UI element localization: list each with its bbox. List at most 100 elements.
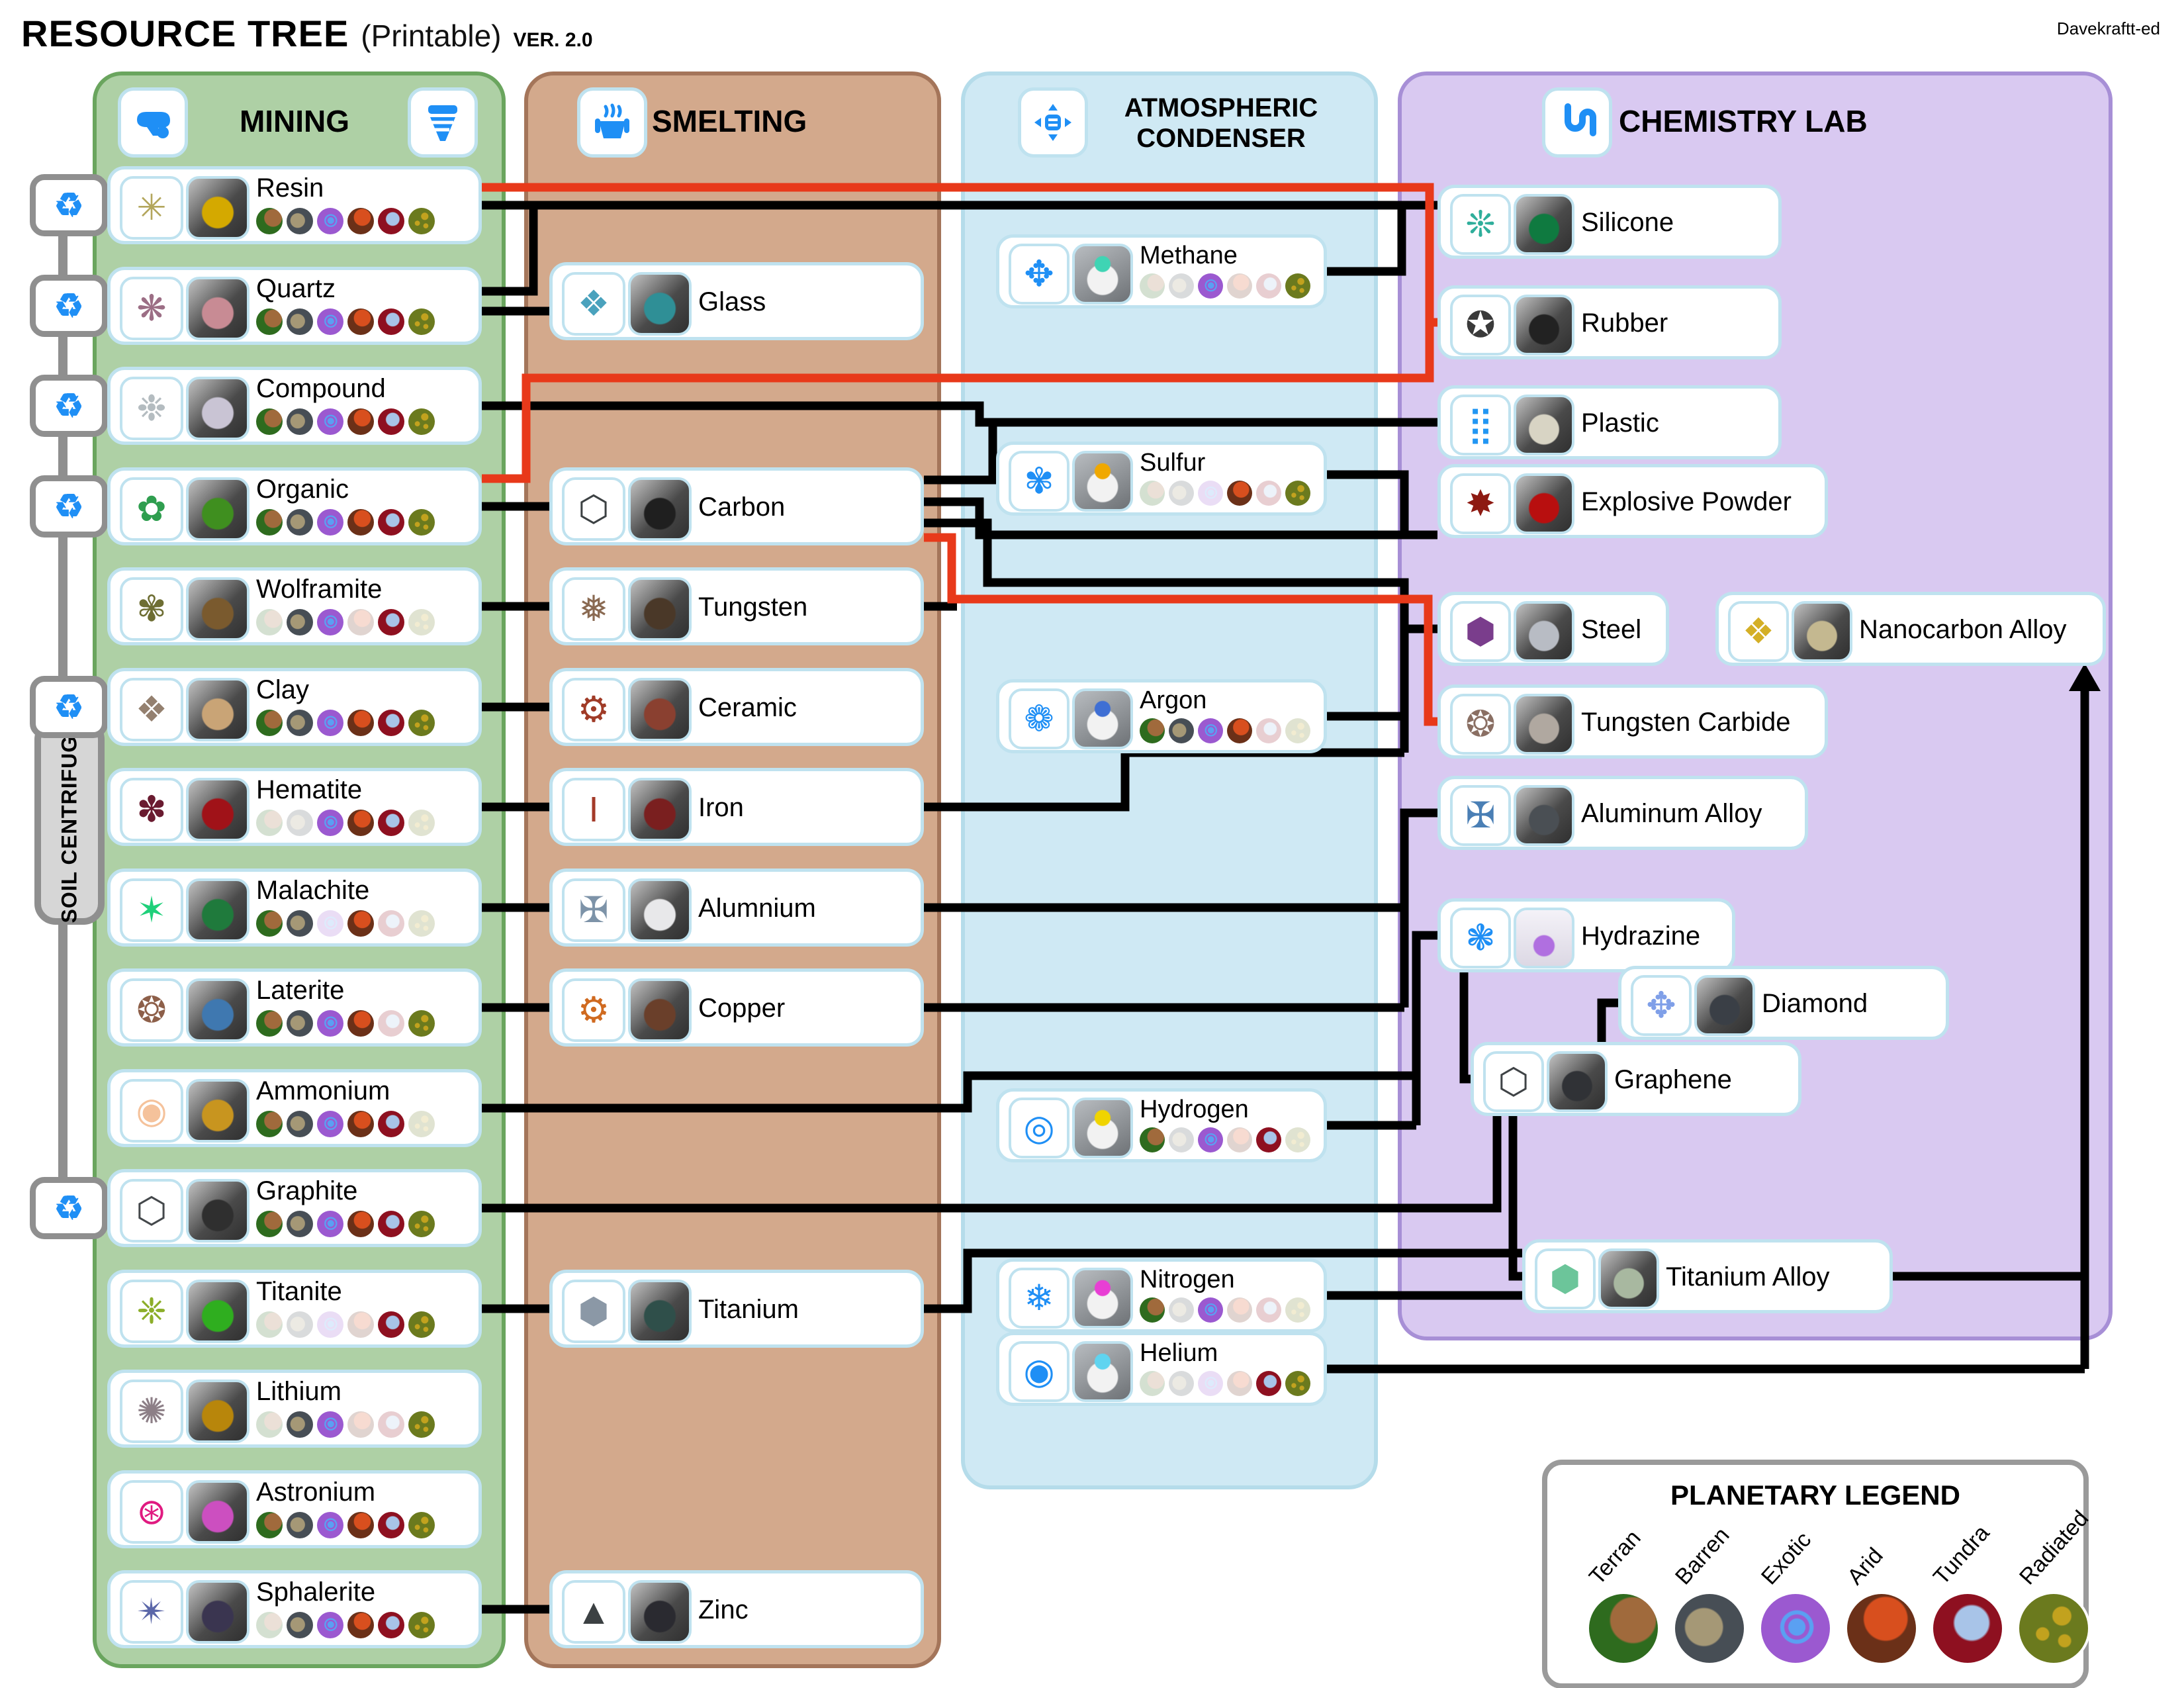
resource-plastic: ⣿ Plastic [1437, 385, 1782, 459]
planet-dot-arid [1227, 1371, 1252, 1396]
planet-dot-radiated [1285, 273, 1310, 299]
nitrogen-icon: ❄ [1009, 1268, 1069, 1329]
resource-hematite: ✽Hematite [107, 768, 482, 846]
hydrogen-icon: ◎ [1009, 1098, 1069, 1158]
legend-planet-label: Radiated [2015, 1505, 2094, 1590]
planet-dot-barren [1169, 481, 1194, 506]
resource-name: Titanium [698, 1295, 799, 1324]
recycle-icon-compound: ♻ [30, 375, 108, 437]
recycle-icon-resin: ♻ [30, 174, 108, 236]
iron-image [628, 778, 692, 841]
planet-dot-exotic [317, 710, 343, 736]
planet-dot-tundra [1256, 718, 1281, 743]
planet-dot-terran [1140, 718, 1165, 743]
resource-name: Ceramic [698, 693, 797, 722]
graphene-icon: ⬡ [1483, 1051, 1544, 1112]
resource-name: Tungsten Carbide [1581, 708, 1791, 737]
legend-planet-label: Terran [1584, 1525, 1646, 1590]
planet-dot-arid [347, 509, 374, 536]
argon-image [1072, 688, 1133, 749]
planet-dot-arid [347, 1311, 374, 1338]
resource-diamond: ✥Diamond [1618, 966, 1949, 1040]
planet-dot-barren [287, 208, 313, 234]
planet-dot-terran [256, 208, 283, 234]
planet-availability [256, 810, 435, 836]
planet-dot-tundra [1256, 273, 1281, 299]
graphite-icon: ⬡ [120, 1179, 183, 1243]
astronium-image [186, 1480, 250, 1544]
organic-icon: ✿ [120, 477, 183, 541]
resource-name: Silicone [1581, 208, 1674, 237]
soil-centrifuge-label: SOIL CENTRIFUGE [34, 718, 105, 925]
resource-carbon: ⬡Carbon [549, 467, 924, 545]
planet-dot-tundra [378, 1111, 404, 1137]
wolframite-icon: ✾ [120, 577, 183, 641]
plastic-image [1514, 395, 1574, 455]
planet-dot-exotic [317, 509, 343, 536]
planet-dot-barren [1169, 718, 1194, 743]
planet-dot-terran [256, 609, 283, 635]
planet-dot-exotic [317, 1211, 343, 1237]
organic-image [186, 477, 250, 541]
planet-dot-tundra [1256, 1127, 1281, 1152]
planet-availability [256, 1111, 435, 1137]
planet-dot-exotic [317, 208, 343, 234]
nanocarbon-alloy-icon: ❖ [1728, 601, 1789, 662]
planet-dot-barren [1169, 1127, 1194, 1152]
glass-icon: ❖ [562, 272, 625, 336]
aluminum-alloy-icon: ✠ [1450, 785, 1511, 846]
drill-icon [408, 87, 478, 158]
silicone-icon: ❊ [1450, 194, 1511, 255]
planet-dot-barren [287, 408, 313, 435]
resource-name: Zinc [698, 1595, 749, 1624]
planet-dot-exotic [317, 810, 343, 836]
recycle-icon-clay: ♻ [30, 676, 108, 738]
resource-name: Plastic [1581, 408, 1659, 438]
resource-name: Rubber [1581, 308, 1668, 338]
resource-ceramic: ⚙ Ceramic [549, 668, 924, 746]
planet-dot-arid [1227, 481, 1252, 506]
planet-dot-exotic [317, 1010, 343, 1037]
titanite-icon: ❈ [120, 1280, 183, 1343]
resource-name: Sulfur [1140, 449, 1206, 477]
rubber-image [1514, 295, 1574, 355]
planet-dot-barren [1169, 273, 1194, 299]
argon-icon: ❁ [1009, 688, 1069, 749]
plastic-icon: ⣿ [1450, 395, 1511, 455]
diamond-image [1694, 975, 1755, 1036]
resource-name: Astronium [256, 1477, 376, 1507]
titanium-alloy-image [1598, 1248, 1659, 1309]
ceramic-icon: ⚙ [562, 678, 625, 741]
planet-dot-exotic [1198, 481, 1223, 506]
resource-malachite: ✶Malachite [107, 868, 482, 947]
ammonium-image [186, 1079, 250, 1143]
planet-dot-terran [256, 509, 283, 536]
resource-glass: ❖Glass [549, 262, 924, 340]
malachite-icon: ✶ [120, 878, 183, 942]
planet-dot-barren [1169, 1297, 1194, 1323]
iron-icon: I [562, 778, 625, 841]
diamond-icon: ✥ [1631, 975, 1692, 1036]
planet-dot-tundra [1256, 1297, 1281, 1323]
planet-dot-radiated [1285, 1297, 1310, 1323]
planet-dot-barren [287, 1211, 313, 1237]
resource-zinc: ▲Zinc [549, 1570, 924, 1648]
resource-name: Nitrogen [1140, 1266, 1235, 1293]
resin-icon: ✳ [120, 176, 183, 240]
planet-dot-terran [256, 308, 283, 335]
resource-name: Lithium [256, 1377, 341, 1406]
planet-dot-radiated [408, 1411, 435, 1438]
planet-dot-tundra [378, 710, 404, 736]
planet-dot-barren [287, 910, 313, 937]
planet-dot-arid [1227, 718, 1252, 743]
planet-dot-terran [1140, 273, 1165, 299]
smelting-title: SMELTING [652, 104, 807, 138]
planet-dot-arid [1227, 1127, 1252, 1152]
resource-name: Titanite [256, 1277, 342, 1306]
resource-name: Ammonium [256, 1076, 390, 1105]
resource-argon: ❁Argon [996, 679, 1327, 753]
quartz-image [186, 277, 250, 340]
sphalerite-icon: ✴ [120, 1580, 183, 1644]
clay-icon: ❖ [120, 678, 183, 741]
planet-dot-barren [287, 1612, 313, 1638]
